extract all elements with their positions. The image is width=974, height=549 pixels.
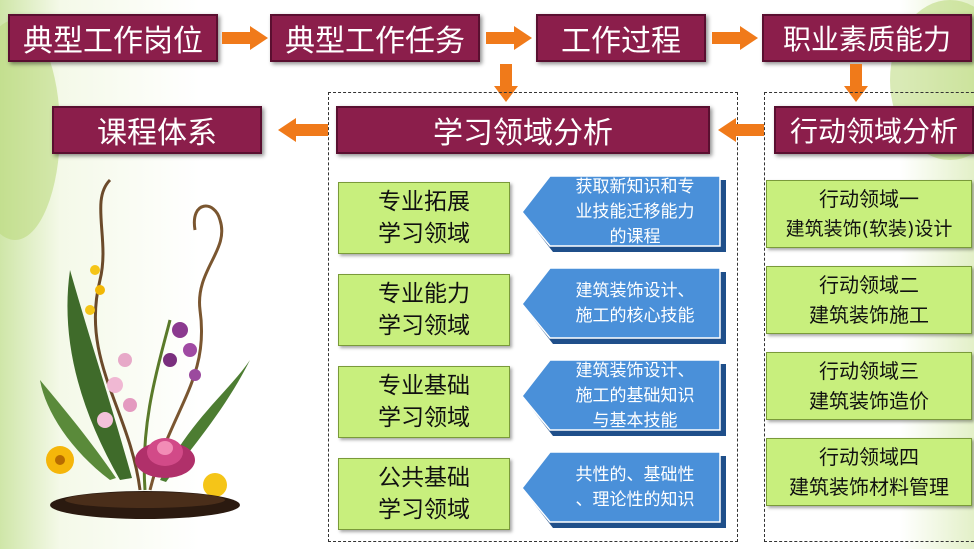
callout-ability: 建筑装饰设计、施工的核心技能 (518, 268, 728, 346)
learning-area-ability: 专业能力 学习领域 (338, 274, 510, 346)
action-desc: 建筑装饰(软装)设计 (785, 218, 953, 240)
action-analysis-box: 行动领域分析 (774, 106, 974, 154)
action-desc: 建筑装饰材料管理 (789, 475, 949, 499)
action-area-four: 行动领域四 建筑装饰材料管理 (766, 438, 972, 506)
flow-box-typical-post: 典型工作岗位 (8, 14, 218, 62)
flow-box-work-process: 工作过程 (536, 14, 706, 62)
callout-expansion: 获取新知识和专业技能迁移能力的课程 (518, 176, 728, 254)
flow-label: 职业素质能力 (782, 23, 951, 56)
box-label: 行动领域分析 (789, 115, 958, 148)
action-desc: 建筑装饰施工 (809, 303, 929, 327)
action-title: 行动领域三 (819, 359, 919, 383)
callout-line: 业技能迁移能力 (575, 201, 695, 222)
course-system-box: 课程体系 (52, 106, 262, 154)
flow-box-vocational-ability: 职业素质能力 (762, 14, 972, 62)
callout-shape (521, 268, 726, 344)
action-title: 行动领域一 (819, 187, 919, 211)
callout-line: 建筑装饰设计、 (575, 281, 695, 301)
arrow-right-icon (712, 26, 758, 50)
action-title: 行动领域二 (819, 273, 919, 297)
callout-line: 施工的核心技能 (575, 306, 695, 326)
callout-public: 共性的、基础性、理论性的知识 (518, 452, 728, 530)
callout-foundation: 建筑装饰设计、施工的基础知识与基本技能 (518, 360, 728, 438)
flow-box-typical-task: 典型工作任务 (270, 14, 480, 62)
flow-label: 工作过程 (561, 24, 681, 59)
flower-arrangement-image (40, 178, 250, 519)
area-name: 学习领域 (378, 221, 470, 247)
learning-area-public: 公共基础 学习领域 (338, 458, 510, 530)
callout-shape (521, 360, 726, 436)
callout-shape (521, 452, 726, 528)
action-desc: 建筑装饰造价 (809, 389, 929, 413)
area-name: 专业基础 (378, 373, 470, 399)
flow-label: 典型工作任务 (285, 24, 465, 59)
arrow-right-icon (486, 26, 532, 50)
action-area-two: 行动领域二 建筑装饰施工 (766, 266, 972, 334)
box-label: 学习领域分析 (433, 116, 613, 151)
learning-area-expansion: 专业拓展 学习领域 (338, 182, 510, 254)
callout-line: 共性的、基础性 (575, 465, 695, 485)
learning-area-group (328, 92, 738, 542)
area-name: 专业能力 (378, 281, 470, 307)
callout-shape (521, 176, 726, 252)
action-area-group (764, 92, 974, 542)
area-name: 学习领域 (378, 405, 470, 431)
callout-line: 的课程 (609, 226, 661, 247)
callout-line: 获取新知识和专 (575, 176, 695, 197)
area-name: 公共基础 (378, 465, 470, 491)
arrow-right-icon (222, 26, 268, 50)
action-area-one: 行动领域一 建筑装饰(软装)设计 (766, 180, 972, 248)
box-label: 课程体系 (97, 116, 217, 151)
action-title: 行动领域四 (819, 445, 919, 469)
callout-line: 建筑装饰设计、 (575, 360, 695, 381)
arrow-left-icon (718, 118, 764, 142)
flow-label: 典型工作岗位 (23, 24, 203, 59)
area-name: 学习领域 (378, 313, 470, 339)
callout-line: 与基本技能 (592, 410, 678, 431)
area-name: 学习领域 (378, 497, 470, 523)
callout-line: 、理论性的知识 (575, 490, 695, 510)
arrow-left-icon (278, 118, 328, 142)
learning-analysis-box: 学习领域分析 (336, 106, 710, 154)
area-name: 专业拓展 (378, 189, 470, 215)
action-area-three: 行动领域三 建筑装饰造价 (766, 352, 972, 420)
callout-line: 施工的基础知识 (575, 385, 695, 406)
learning-area-foundation: 专业基础 学习领域 (338, 366, 510, 438)
